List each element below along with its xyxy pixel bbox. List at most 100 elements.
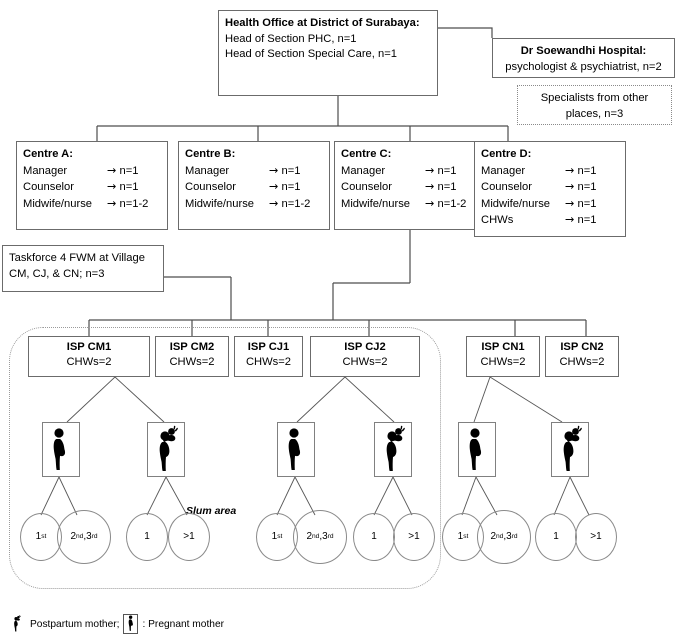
legend-pregnant-label: : Pregnant mother — [142, 618, 225, 630]
centre-d-box: Centre D: Manager → n=1 Counselor→ n=1 Mi… — [474, 141, 626, 237]
pregnant-mother-icon — [53, 428, 66, 470]
arrow-icon: → — [565, 180, 575, 193]
role-label: Manager — [185, 164, 230, 177]
parity-sup: nd — [76, 532, 84, 540]
health-office-line1: Head of Section PHC, n=1 — [225, 32, 357, 45]
arrow-icon: → — [269, 180, 279, 193]
slum-area-boundary — [9, 327, 441, 589]
isp-sub: CHWs=2 — [66, 356, 112, 368]
role-label: Counselor — [23, 181, 74, 193]
role-value: n=1-2 — [437, 197, 467, 210]
role-value: n=1-2 — [119, 197, 149, 210]
specialists-line2: places, n=3 — [565, 107, 624, 120]
parity-main: 1 — [457, 531, 464, 542]
isp-box-cn1: ISP CN1 CHWs=2 — [466, 336, 540, 377]
arrow-icon: → — [107, 196, 117, 210]
centre-d-row-2: Midwife/nurse→ n=1 — [481, 196, 619, 213]
postpartum-mother-icon — [386, 425, 405, 471]
parity-circle-10: 1 — [535, 513, 577, 561]
role-label: Counselor — [341, 181, 392, 193]
centre-b-box: Centre B: Manager→ n=1 Counselor→ n=1 Mi… — [178, 141, 330, 230]
parity-circle-11: >1 — [575, 513, 617, 561]
postpartum-mother-icon — [159, 425, 178, 471]
isp-box-cj1: ISP CJ1 CHWs=2 — [234, 336, 303, 377]
pregnant-mother-box-2 — [277, 422, 315, 477]
centre-c-row-2: Midwife/nurse→ n=1-2 — [341, 196, 479, 213]
pregnant-mother-icon — [288, 428, 301, 470]
parity-main: 2 — [306, 531, 312, 542]
legend-postpartum-label: Postpartum mother; — [30, 618, 120, 630]
centre-b-row-1: Counselor→ n=1 — [185, 179, 323, 196]
parity-main: 2 — [490, 531, 496, 542]
isp-sub: CHWs=2 — [169, 356, 215, 368]
postpartum-mother-icon — [14, 614, 21, 632]
taskforce-line2: CM, CJ, & CN; n=3 — [9, 267, 105, 280]
arrow-icon: → — [565, 163, 575, 177]
role-value: n=1-2 — [281, 197, 311, 210]
isp-sub: CHWs=2 — [480, 356, 526, 368]
health-office-line2: Head of Section Special Care, n=1 — [225, 48, 397, 60]
centre-a-row-1: Counselor→ n=1 — [23, 179, 161, 196]
postpartum-mother-icon — [563, 425, 582, 471]
isp-title: ISP CN2 — [560, 341, 604, 353]
pregnant-mother-icon — [469, 428, 482, 470]
health-office-box: Health Office at District of Surabaya: H… — [218, 10, 438, 96]
role-value: n=1 — [119, 181, 139, 193]
centre-c-box: Centre C: Manager → n=1 Counselor → n=1 Mi… — [334, 141, 486, 230]
centre-a-row-0: Manager→ n=1 — [23, 163, 161, 180]
parity-main: >1 — [183, 531, 195, 542]
parity-main2: ,3 — [503, 531, 512, 542]
parity-sup2: rd — [91, 532, 98, 540]
role-value: n=1 — [577, 181, 597, 193]
centre-d-row-3: CHWs→ n=1 — [481, 212, 619, 229]
parity-main: 1 — [144, 531, 150, 542]
role-value: n=1 — [437, 181, 457, 193]
centre-c-title: Centre C: — [341, 148, 392, 160]
isp-sub: CHWs=2 — [342, 356, 388, 368]
arrow-icon: → — [425, 180, 435, 193]
role-value: n=1 — [577, 197, 597, 210]
arrow-icon: → — [425, 163, 435, 177]
postpartum-mother-box-1 — [147, 422, 185, 477]
centre-a-title: Centre A: — [23, 148, 73, 160]
role-label: Midwife/nurse — [23, 197, 93, 210]
parity-main: >1 — [408, 531, 420, 542]
isp-title: ISP CN1 — [481, 341, 525, 353]
arrow-icon: → — [565, 213, 575, 226]
pregnant-mother-icon — [128, 615, 133, 631]
role-value: n=1 — [281, 181, 301, 193]
isp-sub: CHWs=2 — [559, 356, 605, 368]
taskforce-box: Taskforce 4 FWM at Village CM, CJ, & CN;… — [2, 245, 164, 292]
parity-sup: st — [277, 532, 283, 540]
hospital-box: Dr Soewandhi Hospital: psychologist & ps… — [492, 38, 675, 78]
arrow-icon: → — [269, 196, 279, 210]
parity-circle-6: 1 — [353, 513, 395, 561]
role-label: Manager — [23, 164, 68, 177]
centre-b-row-2: Midwife/nurse→ n=1-2 — [185, 196, 323, 213]
role-label: CHWs — [481, 214, 514, 226]
parity-main: 1 — [553, 531, 559, 542]
centre-d-row-1: Counselor→ n=1 — [481, 179, 619, 196]
role-value: n=1 — [577, 164, 597, 177]
parity-main: 1 — [271, 531, 278, 542]
parity-sup: st — [463, 532, 469, 540]
specialists-box: Specialists from other places, n=3 — [517, 85, 672, 125]
role-value: n=1 — [437, 164, 457, 177]
isp-box-cm1: ISP CM1 CHWs=2 — [28, 336, 150, 377]
parity-sup: nd — [496, 532, 504, 540]
isp-title: ISP CM2 — [169, 341, 215, 353]
role-label: Manager — [481, 164, 526, 177]
role-label: Manager — [341, 164, 386, 177]
arrow-icon: → — [425, 196, 435, 210]
parity-main: >1 — [590, 531, 602, 542]
arrow-icon: → — [565, 196, 575, 210]
parity-circle-3: >1 — [168, 513, 210, 561]
pregnant-mother-box-1 — [42, 422, 80, 477]
centre-d-title: Centre D: — [481, 148, 532, 160]
postpartum-mother-box-2 — [374, 422, 412, 477]
